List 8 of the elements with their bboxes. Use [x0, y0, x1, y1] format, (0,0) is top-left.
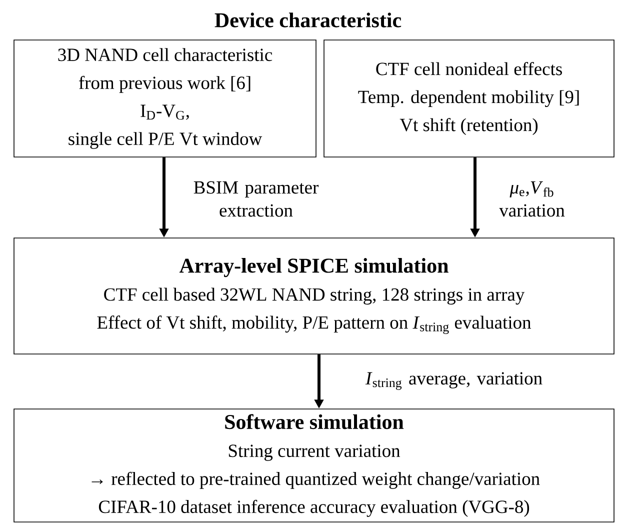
process-box: 3D NAND cell characteristic from previous work [6] I$_{D}$-V$_{G}$, single cell P/E Vt window	[14, 40, 316, 158]
process-box: CTF cell nonideal effects Temp. dependent mobility [9] Vt shift (retention)	[324, 40, 614, 158]
edge-label: BSIM parameter extraction	[194, 181, 319, 217]
process-box: Software simulation String current variation → reflected to pre-trained quantized weight change/variation CIFAR-10 dataset inference accuracy evaluation (VGG-8)	[14, 408, 614, 522]
edge-label: μ$_{e}$,V$_{fb}$ variation	[499, 181, 565, 217]
title: Device characteristic	[214, 12, 402, 28]
process-box: Array-level SPICE simulation CTF cell based 32WL NAND string, 128 strings in array Effect of Vt shift, mobility, P/E pattern on I$_{string}$ evaluation	[14, 238, 614, 354]
edge-label: I$_{string}$ average, variation	[365, 372, 542, 390]
